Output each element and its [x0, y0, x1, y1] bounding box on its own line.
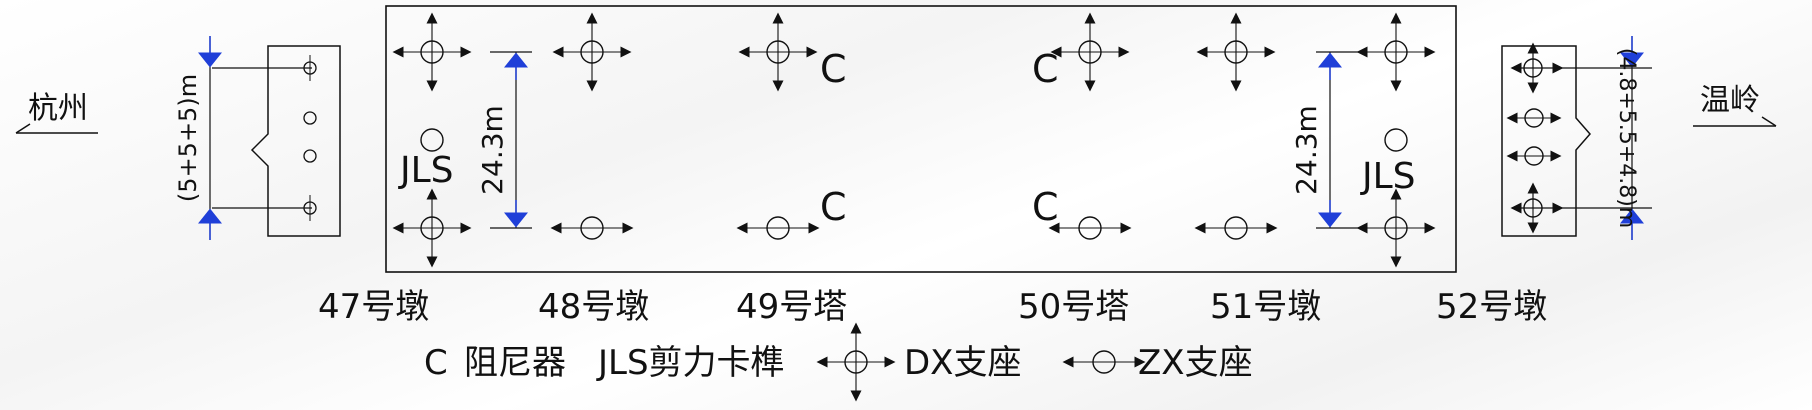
city-wenling: 温岭	[1693, 83, 1777, 127]
dx-bearing-49-top	[738, 12, 818, 92]
zx-bearing-51-bottom	[1194, 216, 1278, 240]
legend-dx-symbol	[816, 322, 896, 402]
shear-key-label-right: JLS	[1360, 156, 1416, 197]
zx-bearing-49-bottom	[736, 216, 820, 240]
pier-label-47: 47号墩	[318, 287, 429, 327]
bearing-symbols	[392, 12, 1436, 268]
dx-bearing-50-top	[1050, 12, 1130, 92]
right-span-label: 24.3m	[1290, 105, 1323, 195]
pier-label-49: 49号塔	[736, 287, 847, 327]
left-span-dimension: 24.3m	[476, 51, 532, 229]
zx-bearing-48-bottom	[550, 216, 634, 240]
abutment-52: (4.8+5.5+4.8)m	[1501, 36, 1652, 240]
girder-outline	[385, 5, 1457, 273]
city-label-left: 杭州	[28, 91, 88, 126]
pier-label-50: 50号塔	[1018, 287, 1129, 327]
shear-key-47	[420, 128, 444, 152]
zx-bearing-47b	[303, 111, 317, 125]
zx-bearing-52b	[1506, 108, 1562, 128]
legend-dx-text: DX支座	[904, 343, 1021, 383]
legend-zx-bearing	[1062, 350, 1146, 374]
damper-label-50-bottom: C	[1032, 185, 1059, 229]
damper-label-49-bottom: C	[820, 185, 847, 229]
legend-zx-symbol	[1062, 350, 1146, 374]
city-hangzhou: 杭州	[15, 91, 98, 134]
zx-bearing-52c	[1506, 146, 1562, 166]
right-span-dimension: 24.3m	[1290, 51, 1358, 229]
dx-bearing-48-top	[552, 12, 632, 92]
dx-bearing-52g-bottom	[1356, 188, 1436, 268]
pier-label-52: 52号墩	[1436, 287, 1547, 327]
abutment-47: (5+5+5)m	[174, 36, 341, 240]
dx-bearing-47-top	[392, 12, 472, 92]
pier-label-48: 48号墩	[538, 287, 649, 327]
legend: C 阻尼器 JLS剪力卡榫 DX支座 ZX支座	[424, 322, 1253, 402]
damper-label-49-top: C	[820, 47, 847, 91]
dx-bearing-52a	[1510, 42, 1564, 94]
pier-label-51: 51号墩	[1210, 287, 1321, 327]
dx-bearing-52d	[1510, 182, 1564, 234]
legend-damper-symbol: C	[424, 343, 448, 383]
legend-shear-key-text: JLS剪力卡榫	[596, 343, 785, 383]
right-spacing-dimension: (4.8+5.5+4.8)m	[1614, 48, 1639, 228]
legend-dx-bearing	[816, 322, 896, 402]
legend-damper-text: 阻尼器	[464, 343, 566, 383]
dx-bearing-52g-top	[1356, 12, 1436, 92]
left-span-label: 24.3m	[476, 105, 509, 195]
legend-zx-text: ZX支座	[1138, 343, 1253, 383]
dx-bearing-51-top	[1196, 12, 1276, 92]
damper-label-50-top: C	[1032, 47, 1059, 91]
dx-bearing-47-bottom	[392, 188, 472, 268]
zx-bearing-47c	[303, 149, 317, 163]
shear-key-label-left: JLS	[398, 150, 454, 191]
dx-bearing-47d	[303, 195, 317, 221]
shear-key-52	[1384, 128, 1408, 152]
zx-bearing-50-bottom	[1048, 216, 1132, 240]
dx-bearing-47a	[303, 55, 317, 81]
city-label-right: 温岭	[1700, 83, 1760, 118]
left-spacing-dimension: (5+5+5)m	[174, 74, 202, 202]
